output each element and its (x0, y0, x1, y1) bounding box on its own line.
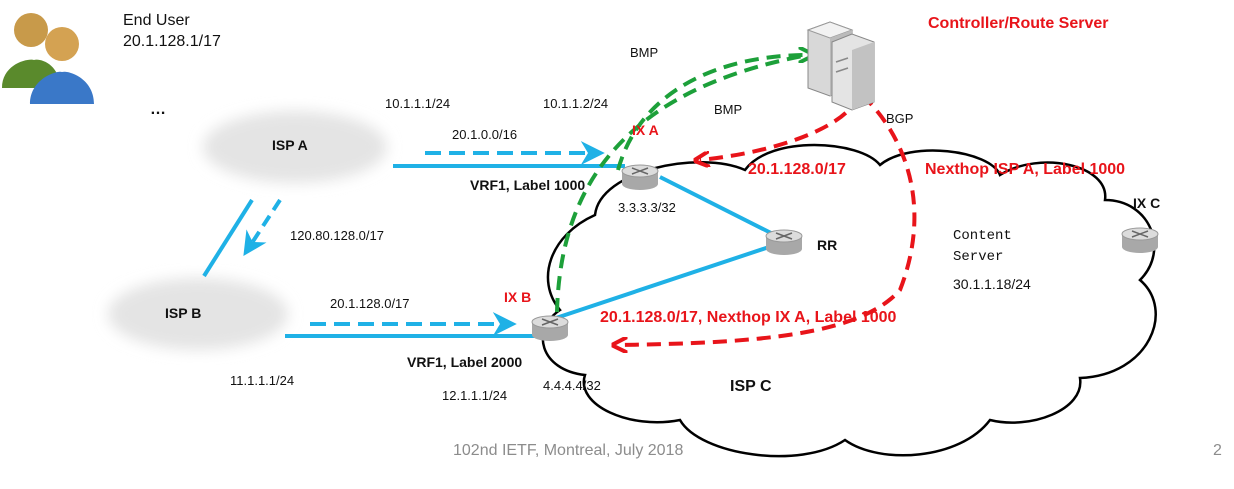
ix-c-name: IX C (1133, 195, 1161, 211)
link-ix-b-rr (549, 243, 776, 322)
bgp-label: BGP (886, 111, 914, 126)
bgp-to-ix-b (618, 93, 917, 345)
isp-a-name: ISP A (272, 137, 308, 153)
ix-a-name: IX A (632, 122, 659, 138)
ix-a-peer-address: 10.1.1.2/24 (543, 96, 609, 111)
ix-a-route-prefix: 20.1.128.0/17 (748, 161, 846, 178)
end-user-title: End User (123, 12, 190, 29)
router-rr-icon (765, 229, 803, 255)
isp-b-link-prefix: 120.80.128.0/17 (290, 228, 384, 243)
router-ix-c-icon (1121, 227, 1159, 253)
isp-b-name: ISP B (165, 305, 202, 321)
end-user-icon (2, 13, 94, 104)
isp-a-cloud (203, 111, 387, 183)
rr-name: RR (817, 237, 838, 253)
isp-a-address: 10.1.1.1/24 (385, 96, 451, 111)
isp-c-name: ISP C (730, 378, 772, 395)
page-number: 2 (1213, 442, 1222, 459)
ix-b-loopback: 4.4.4.4/32 (543, 378, 601, 393)
isp-a-prefix: 20.1.0.0/16 (452, 127, 518, 142)
end-user-address: 20.1.128.1/17 (123, 33, 221, 50)
router-ix-a-icon (621, 164, 659, 190)
content-server-address: 30.1.1.18/24 (953, 276, 1031, 292)
isp-b-cloud (108, 278, 288, 350)
end-user-ellipsis: … (150, 101, 166, 118)
ix-a-vrf: VRF1, Label 1000 (470, 177, 586, 193)
bmp-label-upper: BMP (630, 45, 659, 60)
footer-text: 102nd IETF, Montreal, July 2018 (453, 442, 684, 459)
isp-c-cloud (541, 143, 1157, 458)
isp-b-prefix: 20.1.128.0/17 (330, 296, 410, 311)
content-server-line2: Server (953, 249, 1004, 265)
ix-b-peer-address: 12.1.1.1/24 (442, 388, 508, 403)
router-ix-b-icon (531, 315, 569, 341)
adv-isp-a-isp-b (243, 198, 282, 257)
bmp-label-lower: BMP (714, 102, 743, 117)
bmp-ix-a (616, 55, 808, 171)
ix-a-route-nexthop: Nexthop ISP A, Label 1000 (925, 161, 1126, 178)
controller-title: Controller/Route Server (928, 15, 1109, 32)
controller-server-icon (806, 21, 875, 111)
ix-b-route: 20.1.128.0/17, Nexthop IX A, Label 1000 (600, 309, 897, 326)
ix-b-name: IX B (504, 289, 532, 305)
content-server-line1: Content (953, 228, 1012, 244)
bmp-ix-b (555, 53, 809, 313)
ix-b-vrf: VRF1, Label 2000 (407, 354, 523, 370)
isp-b-address: 11.1.1.1/24 (230, 373, 295, 388)
link-isp-a-isp-b (202, 198, 254, 278)
ix-a-loopback: 3.3.3.3/32 (618, 200, 676, 215)
link-ix-a-rr (659, 175, 776, 237)
